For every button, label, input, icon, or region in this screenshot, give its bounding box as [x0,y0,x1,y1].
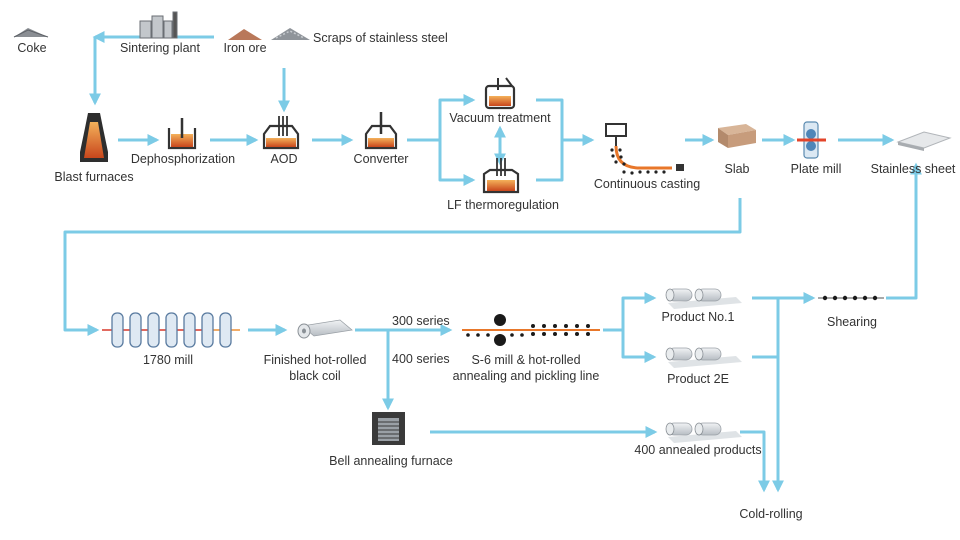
hot-rolled-coil-icon [297,319,353,339]
coke-label: Coke [17,41,47,55]
product-2e-label: Product 2E [667,372,729,386]
series-400-label: 400 series [392,352,450,366]
annealed-400-label: 400 annealed products [634,443,762,457]
continuous-casting-label: Continuous casting [593,177,701,191]
arrow-slab-to-1780-mill [63,198,742,336]
slab-label: Slab [724,162,750,176]
arrow-s6-branch-no1 [603,292,657,332]
blast-furnaces-label: Blast furnaces [54,170,134,184]
stainless-sheet-label: Stainless sheet [870,162,956,176]
iron-ore-label: Iron ore [223,41,267,55]
continuous-casting-icon [605,123,684,175]
arrow-lf-to-merge [536,140,564,182]
coke-pile-icon [13,28,49,38]
lf-thermoregulation-icon [482,158,520,194]
blast-furnace-icon [80,113,108,162]
vacuum-treatment-label: Vacuum treatment [449,111,551,125]
product-2e-coils-icon [665,347,742,368]
hot-rolled-coil-label-line2: black coil [289,369,341,383]
scrap-pile-icon [271,28,310,40]
arrow-shearing-to-sheet [886,162,922,300]
bell-annealing-furnace-label: Bell annealing furnace [329,454,453,468]
aod-vessel-icon [262,116,300,150]
s6-mill-line-icon [462,314,600,346]
product-no1-coils-icon [665,288,742,309]
hot-rolled-coil-label-line1: Finished hot-rolled [263,353,367,367]
aod-label: AOD [270,152,298,166]
dephosphorization-ladle-icon [167,118,197,150]
shearing-rollers-icon [818,295,884,301]
plate-mill-icon [797,121,826,159]
arrow-2e-to-junction [752,298,780,359]
sintering-plant-icon [139,11,178,39]
stainless-sheet-icon [896,131,952,151]
cold-rolling-label: Cold-rolling [739,507,803,521]
product-no1-label: Product No.1 [661,310,735,324]
dephosphorization-label: Dephosphorization [130,152,236,166]
annealed-products-coils-icon [665,422,742,443]
slab-icon [718,124,756,148]
plate-mill-label: Plate mill [790,162,842,176]
flow-arrows [63,31,922,493]
shearing-label: Shearing [826,315,878,329]
iron-ore-pile-icon [228,29,262,40]
vacuum-treatment-icon [484,77,516,110]
converter-vessel-icon [364,112,398,150]
s6-mill-label-line1: S-6 mill & hot-rolled [471,353,581,367]
arrow-annealed-to-cold-rolling [740,430,770,493]
arrow-s6-branch-2e [621,330,657,363]
bell-annealing-furnace-icon [372,412,405,445]
arrow-vacuum-to-merge [536,98,564,140]
s6-mill-label-line2: annealing and pickling line [452,369,600,383]
lf-thermoregulation-label: LF thermoregulation [447,198,559,212]
converter-label: Converter [353,152,409,166]
series-300-label: 300 series [392,314,450,328]
arrow-converter-to-lf [438,140,476,186]
arrow-converter-to-vacuum [407,94,476,142]
mill-1780-label: 1780 mill [142,353,194,367]
scraps-label: Scraps of stainless steel [313,31,448,45]
mill-1780-icon [102,312,240,348]
sintering-plant-label: Sintering plant [120,41,200,55]
